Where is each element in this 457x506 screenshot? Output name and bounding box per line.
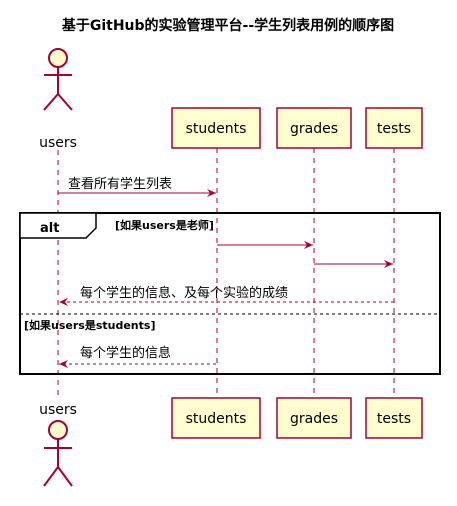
participant-label-tests-bottom: tests — [377, 411, 411, 427]
participant-box-tests-top — [365, 107, 423, 149]
actor-users-bottom — [43, 420, 73, 487]
alt-keyword: alt — [40, 221, 59, 236]
participant-box-grades-top — [276, 107, 352, 149]
participant-box-students-top — [171, 107, 261, 149]
diagram-title: 基于GitHub的实验管理平台--学生列表用例的顺序图 — [62, 17, 394, 34]
participant-label-tests-top: tests — [377, 121, 411, 137]
participant-label-grades-top: grades — [290, 121, 338, 137]
participant-label-users-bottom: users — [39, 402, 77, 418]
actor-users-top — [43, 48, 73, 111]
participant-label-students-top: students — [186, 121, 247, 137]
participant-box-grades-bottom — [276, 397, 352, 439]
participant-label-students-bottom: students — [186, 411, 247, 427]
alt-fragment-frame — [19, 212, 441, 375]
participant-box-students-bottom — [171, 397, 261, 439]
alt-guard-student: [如果users是students] — [24, 318, 155, 332]
alt-guard-teacher: [如果users是老师] — [115, 218, 214, 232]
participant-box-tests-bottom — [365, 397, 423, 439]
participant-label-grades-bottom: grades — [290, 411, 338, 427]
participant-label-users-top: users — [39, 135, 77, 151]
message-label-view-all-students: 查看所有学生列表 — [68, 176, 172, 192]
message-label-student-info: 每个学生的信息 — [80, 345, 171, 361]
alt-fragment-tab — [19, 212, 97, 239]
message-label-info-and-grades: 每个学生的信息、及每个实验的成绩 — [80, 285, 288, 301]
